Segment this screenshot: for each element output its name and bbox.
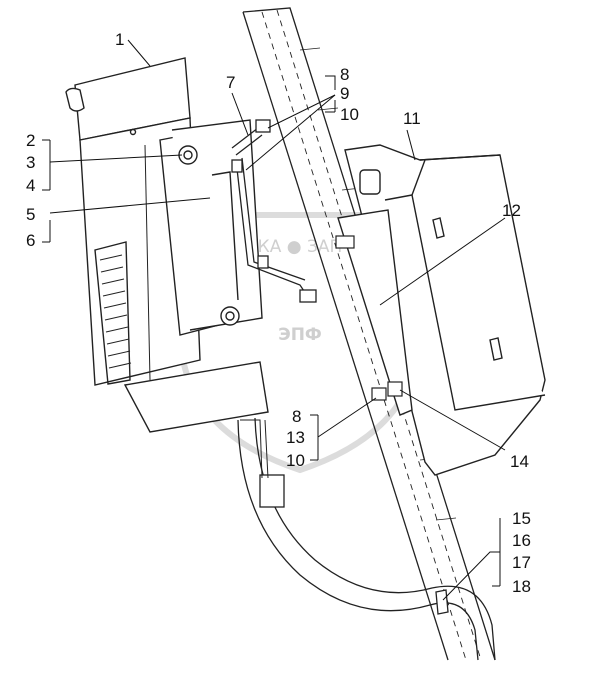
callouts: 1 2 3 4 5 6 7 8 9 10 11 12 8 13 10 14 15…: [26, 30, 531, 596]
callout-14: 14: [510, 452, 529, 471]
callout-10-top: 10: [340, 105, 359, 124]
callout-4: 4: [26, 176, 35, 195]
bolts: [335, 235, 403, 401]
callout-10-bottom: 10: [286, 451, 305, 470]
callout-13: 13: [286, 428, 305, 447]
callout-6: 6: [26, 231, 35, 250]
callout-17: 17: [512, 553, 531, 572]
right-device: [337, 144, 546, 476]
hose: [237, 417, 496, 661]
left-device: [65, 57, 269, 433]
watermark-logo-text: ЭПФ: [278, 325, 322, 345]
callout-8-top: 8: [340, 65, 349, 84]
callout-11: 11: [403, 109, 421, 128]
callout-7: 7: [226, 73, 235, 92]
callout-3: 3: [26, 153, 35, 172]
callout-1: 1: [115, 30, 124, 49]
callout-16: 16: [512, 531, 531, 550]
callout-8-bottom: 8: [292, 407, 301, 426]
callout-15: 15: [512, 509, 531, 528]
callout-5: 5: [26, 205, 35, 224]
callout-12: 12: [502, 201, 521, 220]
leader-lines: [42, 39, 506, 601]
callout-9: 9: [340, 84, 349, 103]
bracket: [231, 119, 317, 303]
callout-2: 2: [26, 131, 35, 150]
callout-18: 18: [512, 577, 531, 596]
